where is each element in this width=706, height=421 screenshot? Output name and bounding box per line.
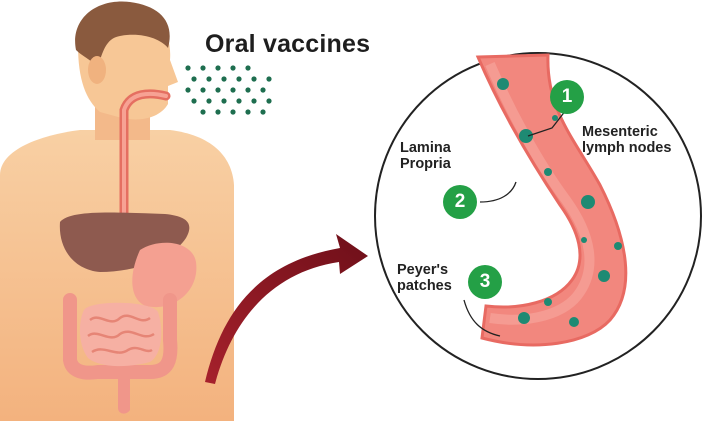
site-number-1: 1: [561, 86, 573, 107]
stomach: [132, 242, 197, 308]
vaccine-dot: [191, 98, 197, 104]
ear: [88, 56, 106, 84]
vaccine-dot: [236, 76, 242, 82]
vaccine-dot: [200, 109, 206, 115]
vaccine-dot: [260, 87, 266, 93]
vaccine-dot: [251, 98, 257, 104]
lymphoid-cell: [497, 78, 509, 90]
rectum: [118, 372, 130, 414]
transport-arrow: [205, 234, 368, 384]
vaccine-dot: [215, 87, 221, 93]
vaccine-dot: [245, 87, 251, 93]
site-badge-2: [443, 185, 477, 219]
title: Oral vaccines: [205, 30, 371, 58]
site-number-2: 2: [454, 191, 466, 212]
lymphoid-cell: [581, 195, 595, 209]
vaccine-dot: [206, 98, 212, 104]
lymphoid-cells: [497, 78, 622, 327]
lymphoid-cell: [544, 298, 552, 306]
site-number-3: 3: [479, 271, 491, 292]
vaccine-dot: [215, 109, 221, 115]
site-badge-1: [550, 80, 584, 114]
vaccine-dot: [260, 109, 266, 115]
vaccine-dot: [266, 76, 272, 82]
vaccine-dot: [221, 98, 227, 104]
vaccine-dot: [266, 98, 272, 104]
vaccine-dot: [206, 76, 212, 82]
vaccine-dot: [191, 76, 197, 82]
hair: [75, 1, 170, 62]
magnified-view: [374, 52, 702, 380]
vaccine-dot: [185, 65, 191, 71]
vaccine-dot: [230, 109, 236, 115]
vaccine-dot: [251, 76, 257, 82]
vaccine-dot: [230, 65, 236, 71]
vaccine-dot: [245, 65, 251, 71]
lymphoid-cell: [581, 237, 587, 243]
lymphoid-cell: [552, 115, 558, 121]
site-badge-3: [468, 265, 502, 299]
lymphoid-cell: [614, 242, 622, 250]
vaccine-dot: [185, 87, 191, 93]
vaccine-dot: [230, 87, 236, 93]
label-peyers-patches: Peyer's patches: [397, 262, 452, 295]
lymphoid-cell: [518, 312, 530, 324]
vaccine-dot: [200, 65, 206, 71]
lymphoid-cell: [519, 129, 533, 143]
vaccine-dot: [236, 98, 242, 104]
lymphoid-cell: [598, 270, 610, 282]
vaccine-dot: [221, 76, 227, 82]
label-lamina-propria: Lamina Propria: [400, 140, 451, 173]
vaccine-dot: [200, 87, 206, 93]
leader-line-3: [463, 299, 501, 337]
vaccine-particles: [185, 65, 272, 115]
leader-line-1: [527, 109, 567, 137]
human-body: [0, 1, 234, 421]
label-mesenteric-lymph-nodes: Mesenteric lymph nodes: [582, 124, 672, 157]
lymphoid-cell: [544, 168, 552, 176]
vaccine-dot: [215, 65, 221, 71]
vaccine-dot: [245, 109, 251, 115]
leader-line-2: [479, 181, 517, 203]
lymphoid-cell: [569, 317, 579, 327]
